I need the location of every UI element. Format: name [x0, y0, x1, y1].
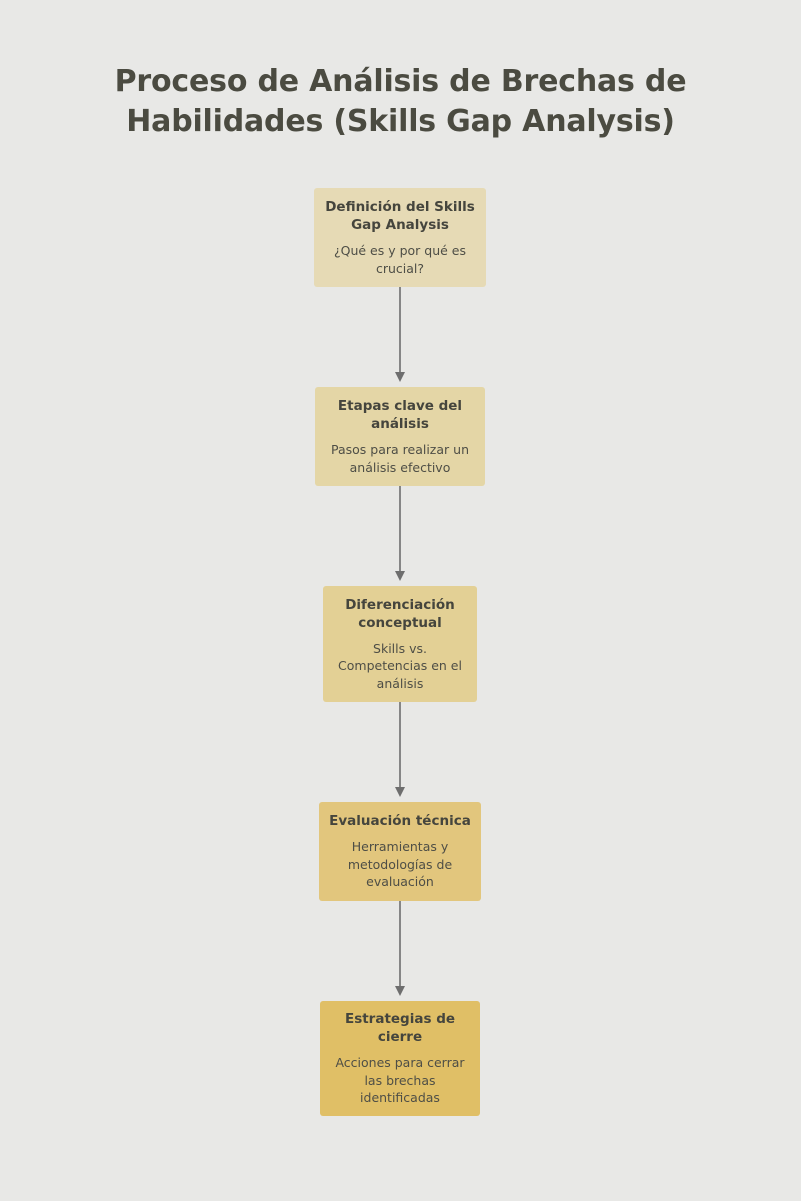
diagram-title-line-1: Proceso de Análisis de Brechas de: [114, 64, 687, 99]
node-title-line: Estrategias de: [344, 1011, 456, 1028]
node-desc-line: Skills vs.: [373, 640, 427, 656]
node-desc-line: ¿Qué es y por qué es: [333, 243, 467, 258]
node-desc-line: Pasos para realizar un: [331, 442, 469, 457]
node-desc-line: Herramientas y: [351, 839, 449, 855]
flow-node-definicion: Definición del Skills Gap Analysis ¿Qué …: [314, 188, 486, 287]
node-title: Estrategias de cierre: [345, 1010, 455, 1046]
node-title: Definición del Skills Gap Analysis: [325, 198, 475, 234]
flow-node-etapas: Etapas clave del análisis Pasos para rea…: [315, 387, 485, 486]
node-description: Acciones para cerrar las brechas identif…: [335, 1054, 464, 1107]
diagram-title: Proceso de Análisis de Brechas de Habili…: [0, 62, 801, 142]
node-title-line: Etapas clave del: [337, 398, 463, 414]
node-title-line: análisis: [371, 416, 429, 432]
node-title-line: Diferenciación: [345, 596, 455, 613]
node-title: Diferenciación conceptual: [345, 596, 455, 632]
flow-node-diferenciacion: Diferenciación conceptual Skills vs. Com…: [323, 586, 477, 702]
node-desc-line: Acciones para cerrar: [335, 1055, 465, 1071]
node-desc-line: identificadas: [360, 1090, 440, 1106]
node-desc-line: evaluación: [366, 874, 434, 890]
node-description: Herramientas y metodologías de evaluació…: [348, 838, 452, 891]
node-title-line: Evaluación técnica: [329, 813, 471, 830]
diagram-title-line-2: Habilidades (Skills Gap Analysis): [126, 104, 675, 139]
node-description: ¿Qué es y por qué es crucial?: [334, 242, 466, 277]
node-title-line: Definición del Skills: [325, 199, 475, 215]
node-title-line: conceptual: [358, 614, 442, 631]
node-desc-line: las brechas: [364, 1072, 436, 1088]
node-desc-line: metodologías de: [347, 856, 453, 872]
node-description: Pasos para realizar un análisis efectivo: [331, 441, 469, 476]
node-desc-line: Competencias en el: [338, 658, 462, 674]
node-desc-line: análisis: [376, 675, 424, 691]
node-title: Evaluación técnica: [329, 812, 471, 830]
node-description: Skills vs. Competencias en el análisis: [338, 640, 462, 693]
node-title-line: Gap Analysis: [351, 217, 449, 233]
flow-node-evaluacion: Evaluación técnica Herramientas y metodo…: [319, 802, 481, 901]
node-desc-line: crucial?: [375, 260, 425, 276]
node-title-line: cierre: [377, 1029, 423, 1046]
node-desc-line: análisis efectivo: [349, 459, 451, 475]
node-title: Etapas clave del análisis: [338, 397, 462, 433]
flow-node-estrategias: Estrategias de cierre Acciones para cerr…: [320, 1001, 480, 1116]
